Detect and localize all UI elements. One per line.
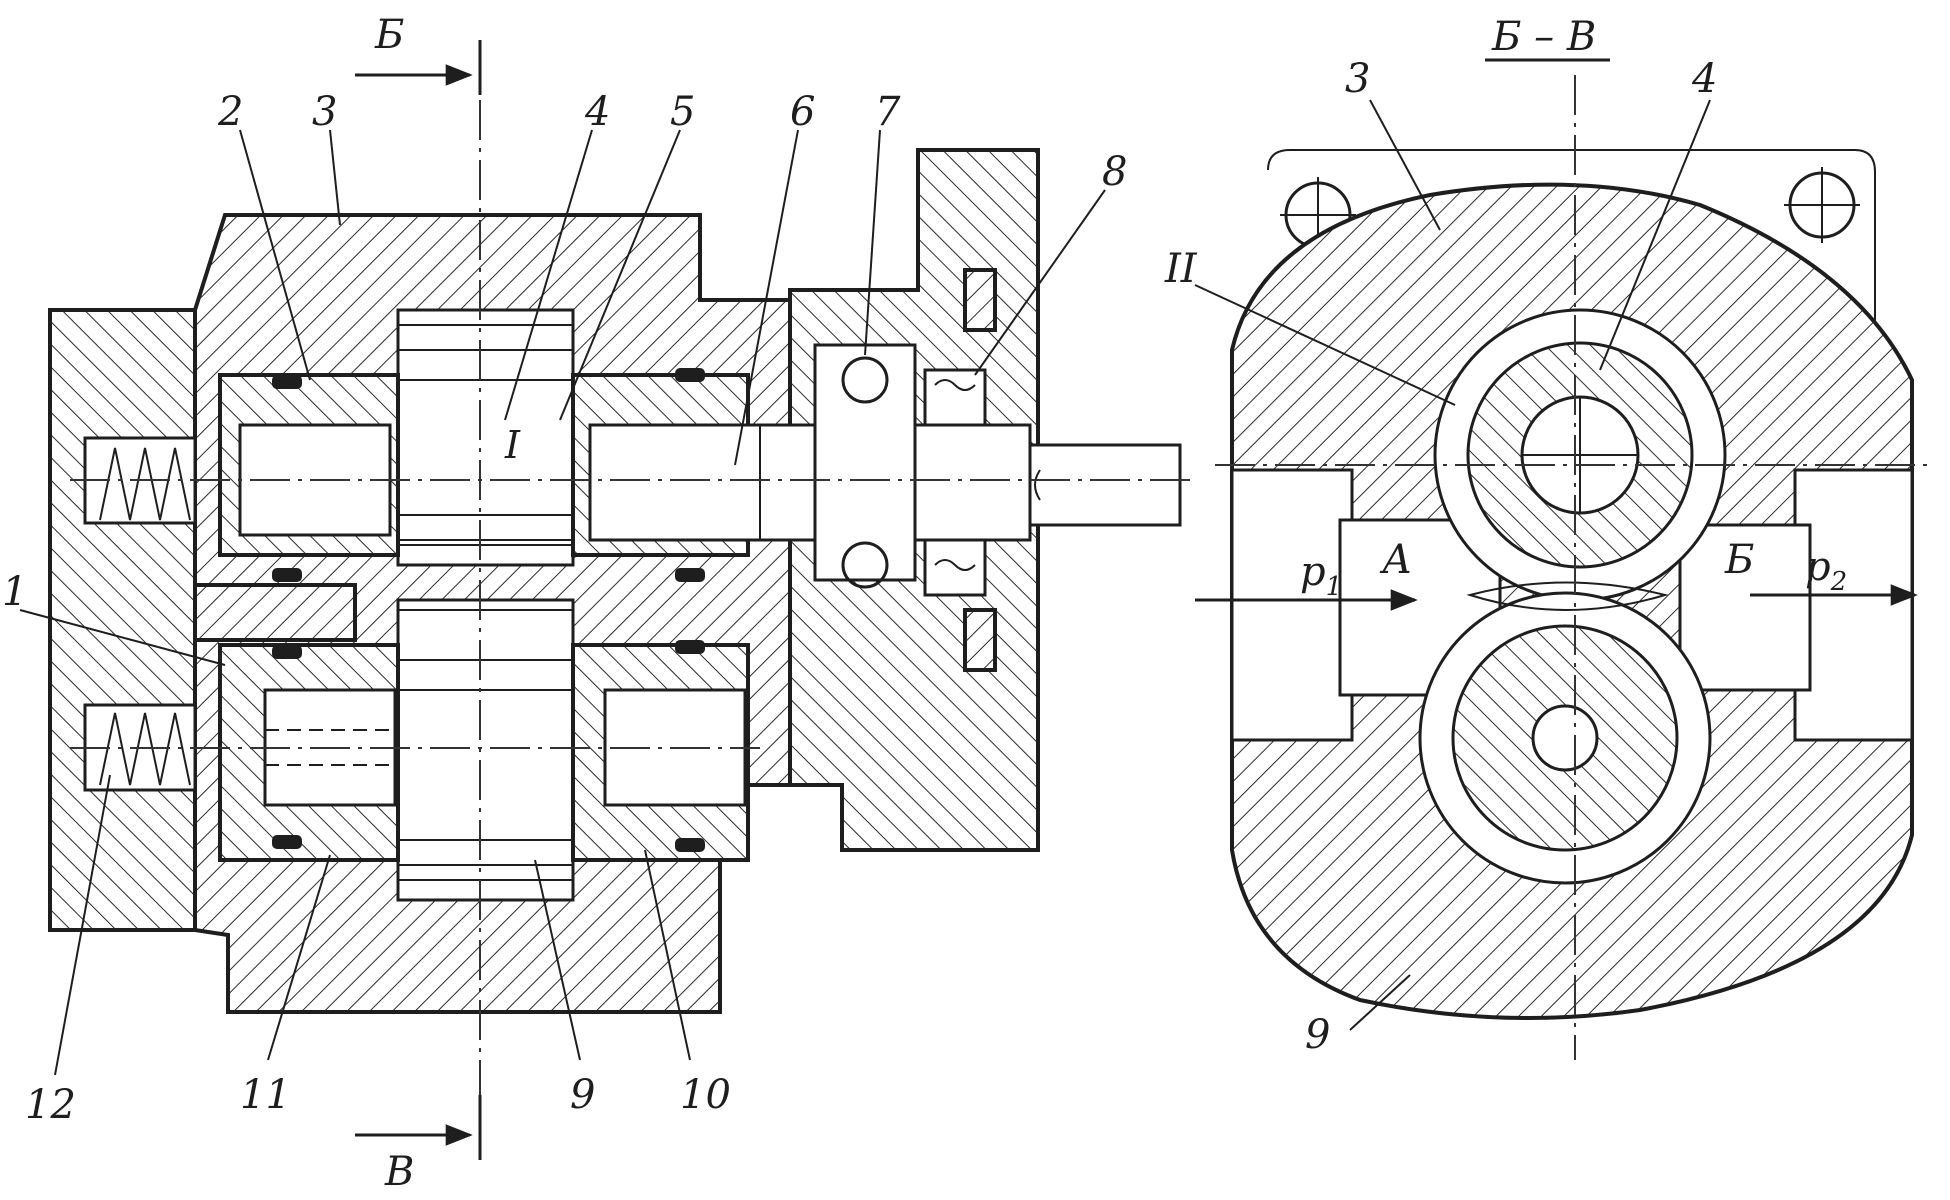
drive-shaft-6 [588,423,1032,542]
cross-gear-9 [1418,591,1712,885]
shaft-end [1028,443,1182,527]
cross-callout-4: 4 [1691,56,1717,102]
shaft-seal-8 [923,368,987,427]
callout-11: 11 [240,1072,291,1118]
section-cut-top [355,40,482,95]
mounting-flange [1267,149,1876,340]
callout-1: 1 [2,569,27,615]
chamber-label-A: А [1379,537,1412,583]
callout-5: 5 [670,89,695,135]
left-callouts: Б В 1 2 3 4 5 6 7 8 9 10 11 12 I [2,12,1127,1195]
rear-cover [48,308,197,932]
sealing-plate [193,583,357,642]
callout-12: 12 [25,1082,76,1128]
right-callouts: Б – В 3 4 9 II А Б p1 p2 [1164,14,1847,1058]
section-mark-bottom: В [384,1149,414,1195]
ball-bearing-7 [813,343,917,582]
pressure-inlet: p1 [1300,549,1342,602]
callout-7: 7 [875,89,901,135]
callout-4: 4 [584,89,610,135]
cross-section [1194,58,1930,1060]
longitudinal-section [19,40,1190,1165]
callout-8: 8 [1102,149,1127,195]
cross-gear-4 [1433,308,1727,602]
cross-callout-9: 9 [1305,1012,1330,1058]
inlet-port-A [1230,468,1354,742]
upper-gear-cavity [396,308,575,567]
chamber-label-B: Б [1724,537,1754,583]
cross-callout-3: 3 [1345,56,1370,102]
callout-2: 2 [217,89,243,135]
callout-6: 6 [790,89,815,135]
section-cut-bottom [355,1095,482,1160]
callout-10: 10 [680,1072,731,1118]
callout-3: 3 [312,89,337,135]
callout-9: 9 [570,1072,595,1118]
lower-gear-cavity [396,598,575,902]
detail-mark-I: I [504,423,521,467]
section-mark-top: Б [374,12,404,58]
section-title: Б – В [1491,14,1596,60]
detail-mark-II: II [1164,246,1198,292]
outlet-port-B [1793,468,1914,742]
pressure-outlet: p2 [1805,544,1847,597]
